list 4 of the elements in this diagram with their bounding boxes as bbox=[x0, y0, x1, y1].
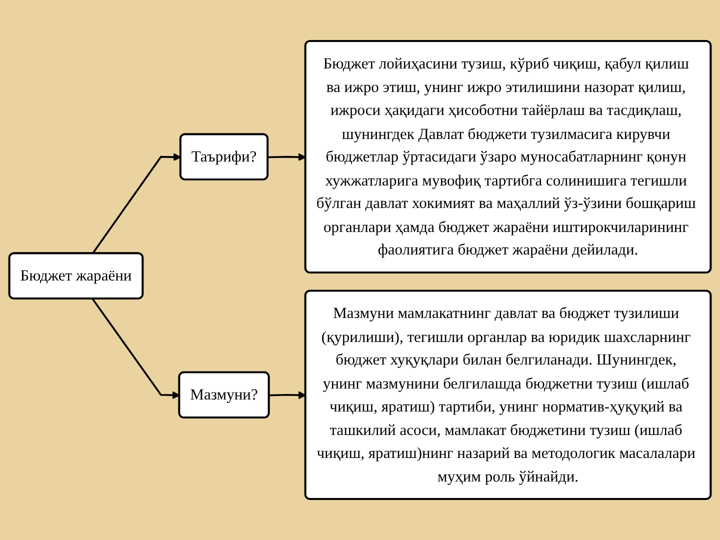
arrow bbox=[269, 391, 306, 400]
arrow bbox=[92, 298, 180, 400]
arrow bbox=[268, 153, 306, 162]
arrow bbox=[92, 153, 182, 254]
